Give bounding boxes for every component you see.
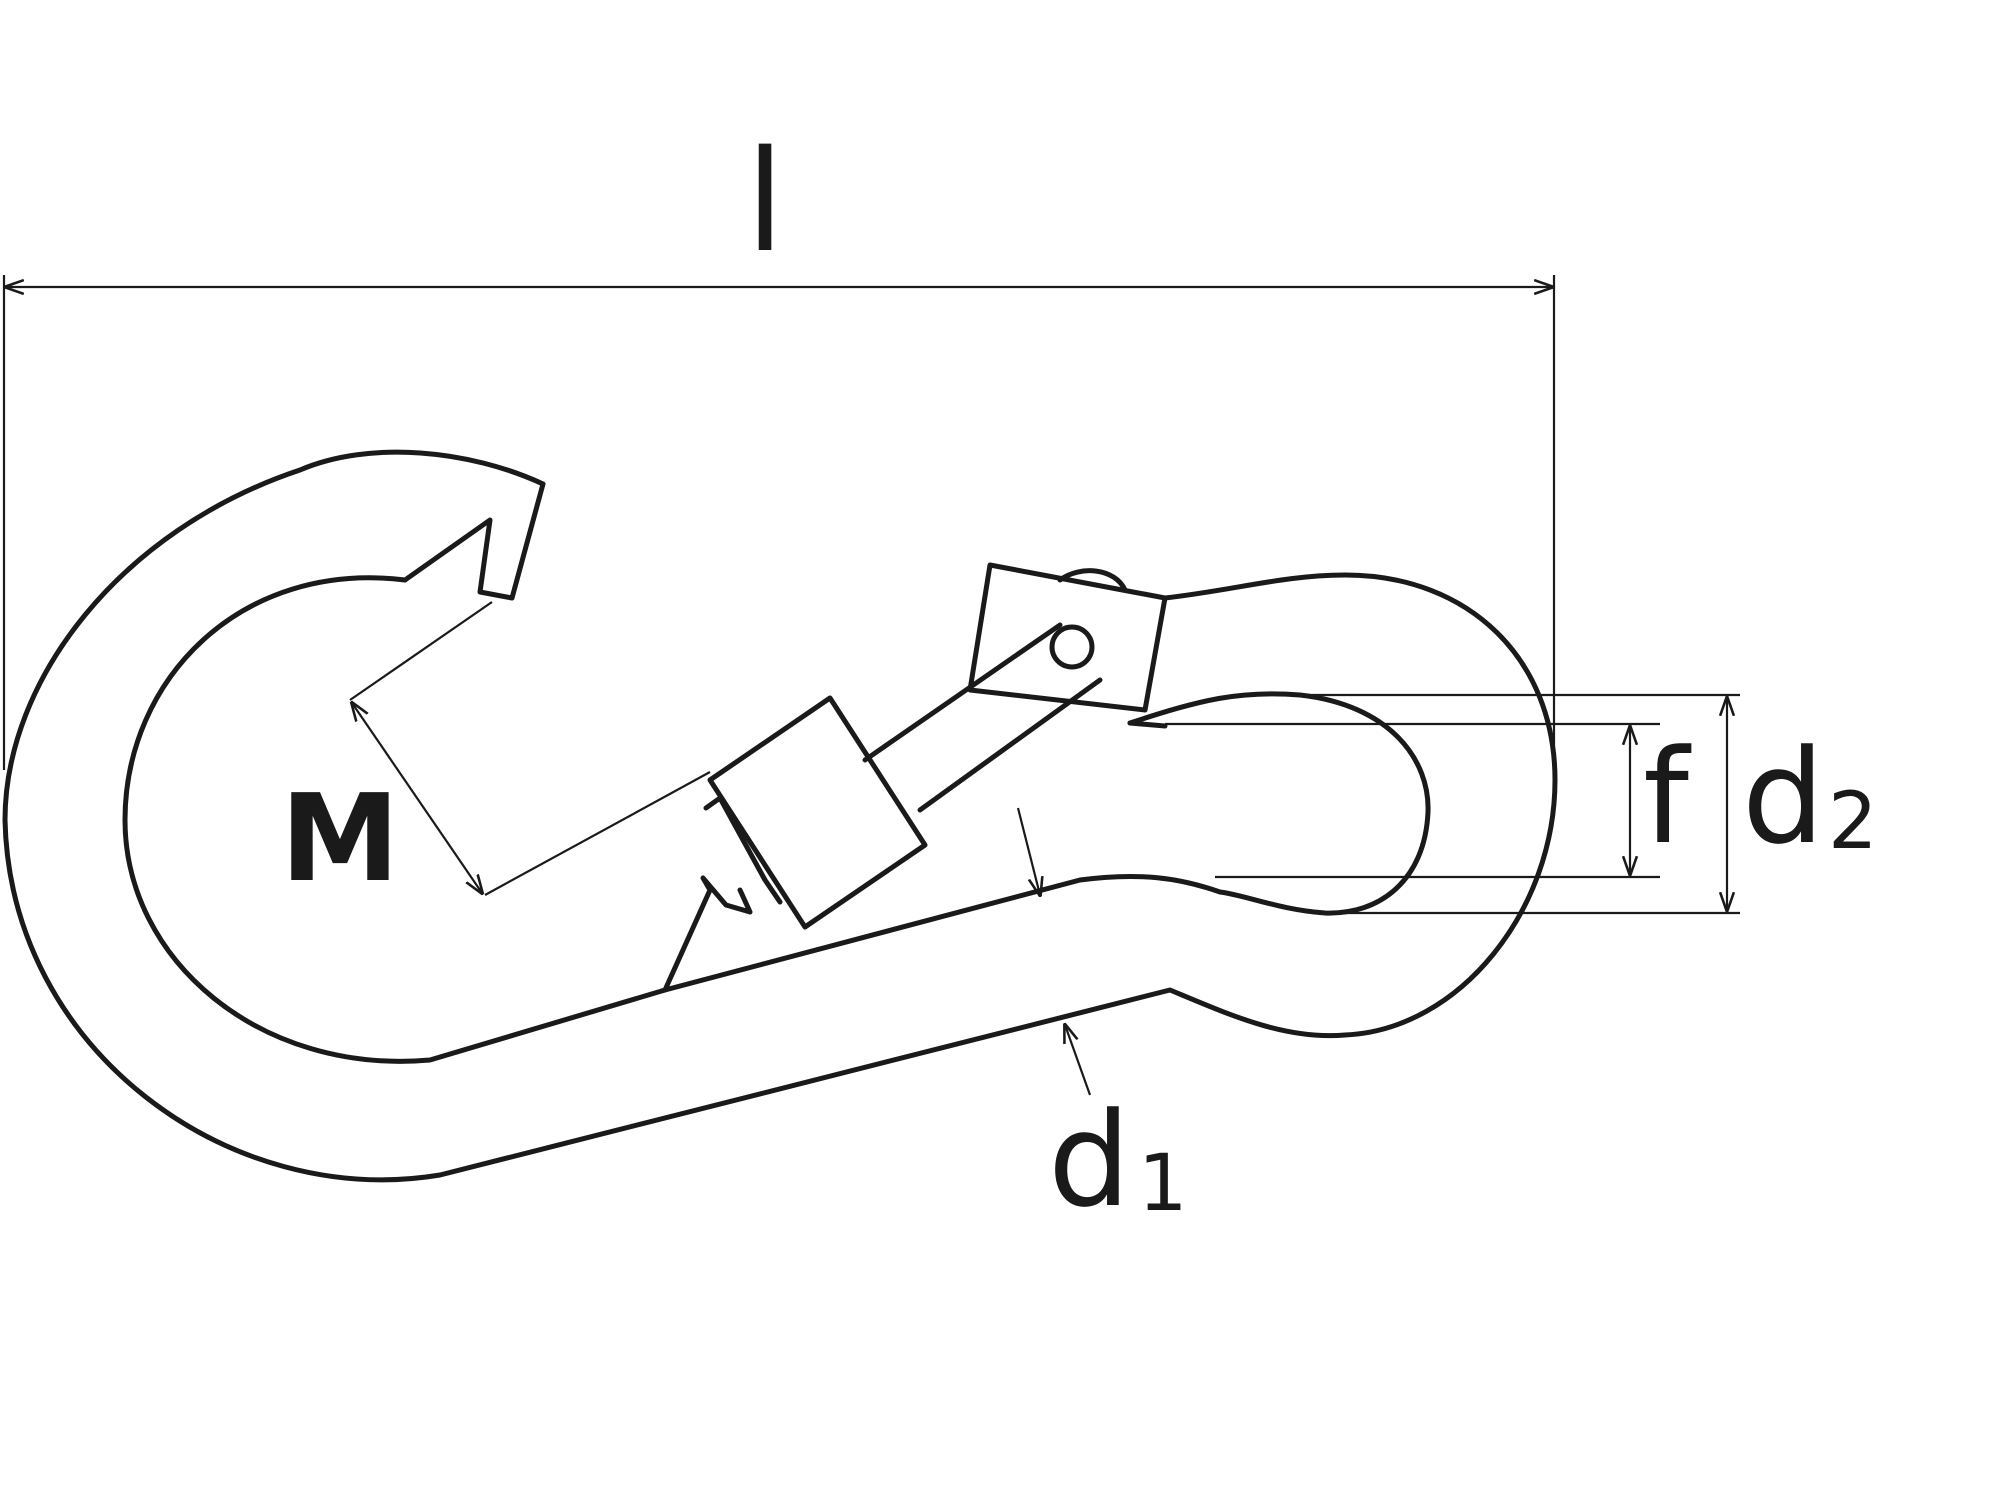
f-label: f xyxy=(1643,721,1692,873)
opening-line-upper xyxy=(349,601,493,701)
d1-label-main: d xyxy=(1048,1084,1131,1236)
gate-pivot-block xyxy=(967,562,1168,713)
gate-sleeve xyxy=(707,695,928,930)
d2-label-main: d xyxy=(1742,721,1825,873)
carabiner-body xyxy=(2,449,1558,1183)
gate-bar xyxy=(862,622,1103,813)
d1-leader-upper xyxy=(1016,807,1040,895)
gate-pivot-cap xyxy=(1057,568,1128,593)
d1-leader-lower xyxy=(1065,1025,1092,1096)
dimension-d2: d 2 xyxy=(1300,693,1878,915)
length-label: l xyxy=(746,121,785,284)
hook-outer-contour xyxy=(2,449,1558,1183)
gate-clip xyxy=(703,795,783,905)
eye-inner-slot xyxy=(1127,691,1431,916)
d2-label-sub: 2 xyxy=(1828,777,1878,867)
dimension-opening: M xyxy=(280,601,711,909)
dimension-d1: d 1 xyxy=(1016,807,1188,1236)
opening-line-lower xyxy=(484,771,711,896)
opening-label: M xyxy=(280,770,399,909)
hook-tip-notch xyxy=(402,481,546,601)
dimension-length: l xyxy=(2,121,1556,770)
gate-latch-end xyxy=(662,875,753,993)
neck-line xyxy=(1127,720,1168,729)
dimension-f: f xyxy=(1165,721,1692,879)
opening-dimension-line xyxy=(352,703,482,893)
d1-label-sub: 1 xyxy=(1138,1139,1188,1229)
pivot-rivet xyxy=(1049,624,1095,670)
hook-inner-contour xyxy=(122,575,1223,1064)
